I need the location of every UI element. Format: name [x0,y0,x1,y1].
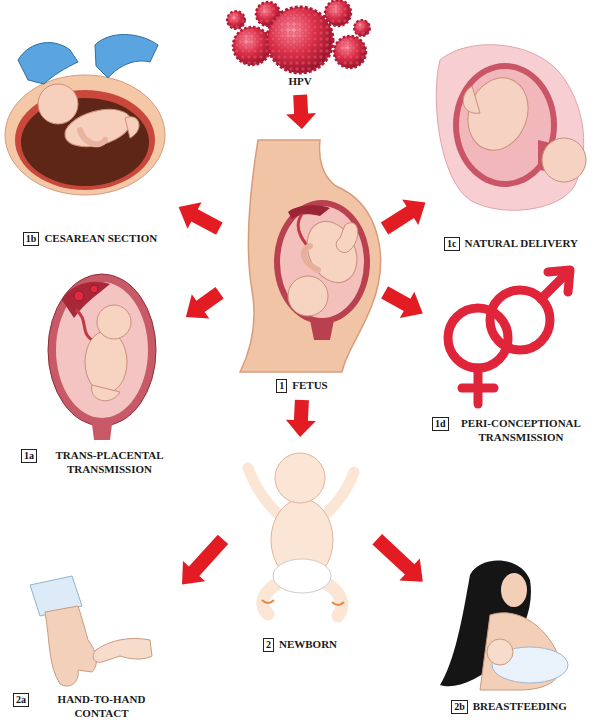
cesarean-illustration [5,34,165,195]
block-arrow [186,287,224,319]
label-row: 2 NEWBORN [225,637,375,652]
block-arrow [286,95,316,129]
illustration-node: 2a HAND-TO-HAND CONTACT [2,568,180,724]
node-label: NEWBORN [279,637,337,651]
pregnant-body [240,140,380,372]
node-label: PERI-CONCEPTIONAL TRANSMISSION [454,416,589,444]
label-row: 1 FETUS [222,378,382,393]
node-label: BREASTFEEDING [473,699,567,713]
node-label: CESAREAN SECTION [44,231,157,245]
block-arrow [381,200,426,235]
block-arrow [286,400,316,437]
callout-number: 2b [451,700,468,714]
illustration-node: 2 NEWBORN [225,440,375,656]
callout-number: 2a [13,693,29,707]
label-row: HPV [222,74,378,88]
gender-symbols [448,270,570,404]
block-arrow [182,535,228,585]
node-label: HAND-TO-HAND CONTACT [34,692,169,720]
hand-illustration [30,576,152,686]
illustration-node: 1a TRANS-PLACENTAL TRANSMISSION [15,265,184,480]
callout-number: 2 [263,638,274,652]
illustration-node: 1d PERI-CONCEPTIONAL TRANSMISSION [425,258,595,448]
callout-number: 1 [276,379,287,393]
newborn-illustration [248,453,354,616]
block-arrow [179,202,223,235]
trans-placental-illustration [48,274,156,440]
illustration-node: 1 FETUS [222,132,382,397]
label-row: 1a TRANS-PLACENTAL TRANSMISSION [15,448,184,476]
label-row: 1b CESAREAN SECTION [4,231,176,246]
hpv-virions [227,0,370,73]
label-row: 2b BREASTFEEDING [425,699,593,714]
block-arrow [381,286,423,318]
callout-number: 1b [23,232,40,246]
illustration-node: 1c NATURAL DELIVERY [428,30,594,255]
callout-number: 1a [21,449,37,463]
callout-number: 1c [444,237,459,251]
illustration-node: 2b BREASTFEEDING [425,560,593,718]
node-label: FETUS [292,378,327,392]
label-row: 1d PERI-CONCEPTIONAL TRANSMISSION [425,416,595,444]
natural-delivery-illustration [436,45,586,211]
node-label: TRANS-PLACENTAL TRANSMISSION [42,448,177,476]
block-arrow [372,534,422,582]
breastfeeding-illustration [440,561,568,690]
callout-number: 1d [432,417,449,431]
label-row: 2a HAND-TO-HAND CONTACT [2,692,180,720]
node-label: HPV [288,74,311,88]
label-row: 1c NATURAL DELIVERY [428,236,594,251]
illustration-node: HPV [222,2,378,92]
node-label: NATURAL DELIVERY [465,236,578,250]
illustration-node: 1b CESAREAN SECTION [4,28,176,250]
